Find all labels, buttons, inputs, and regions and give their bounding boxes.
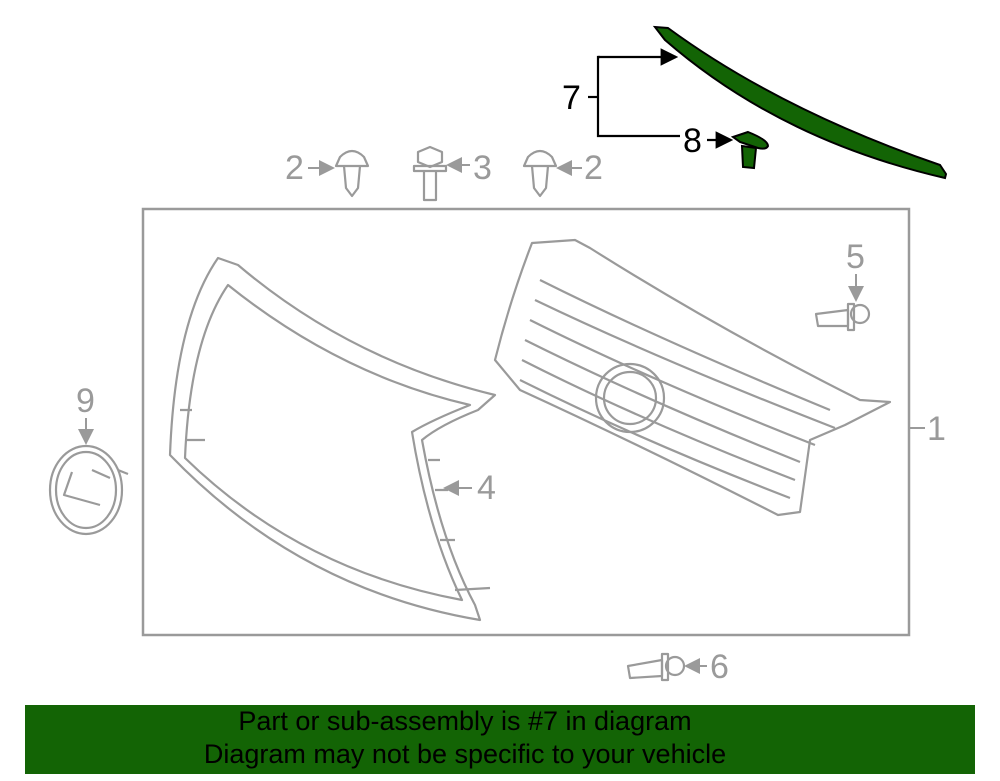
part-5-bolt[interactable] [814, 302, 871, 332]
part-3-bolt[interactable] [412, 145, 448, 202]
info-banner: Part or sub-assembly is #7 in diagram Di… [25, 705, 975, 774]
callout-8: 8 [683, 122, 702, 160]
callout-5: 5 [846, 238, 865, 276]
callout-9: 9 [76, 382, 95, 420]
part-9-emblem[interactable] [48, 444, 129, 536]
banner-line-1: Part or sub-assembly is #7 in diagram [238, 706, 692, 736]
assembly-box [141, 207, 911, 637]
callout-2-left: 2 [285, 149, 304, 187]
part-6-bolt[interactable] [626, 652, 686, 682]
callout-4: 4 [477, 469, 496, 507]
part-1-grille[interactable] [493, 238, 892, 517]
part-8-clip[interactable] [730, 130, 770, 170]
callout-2-right: 2 [584, 149, 603, 187]
part-2-clip-right[interactable] [522, 149, 558, 198]
callout-3: 3 [473, 149, 492, 187]
part-7-molding[interactable] [652, 25, 948, 180]
part-2-clip-left[interactable] [334, 149, 370, 198]
callout-7: 7 [562, 79, 581, 117]
callout-1: 1 [927, 410, 946, 448]
banner-line-2: Diagram may not be specific to your vehi… [203, 739, 727, 769]
part-4-grille-frame[interactable] [168, 256, 497, 622]
callout-6: 6 [710, 648, 729, 686]
